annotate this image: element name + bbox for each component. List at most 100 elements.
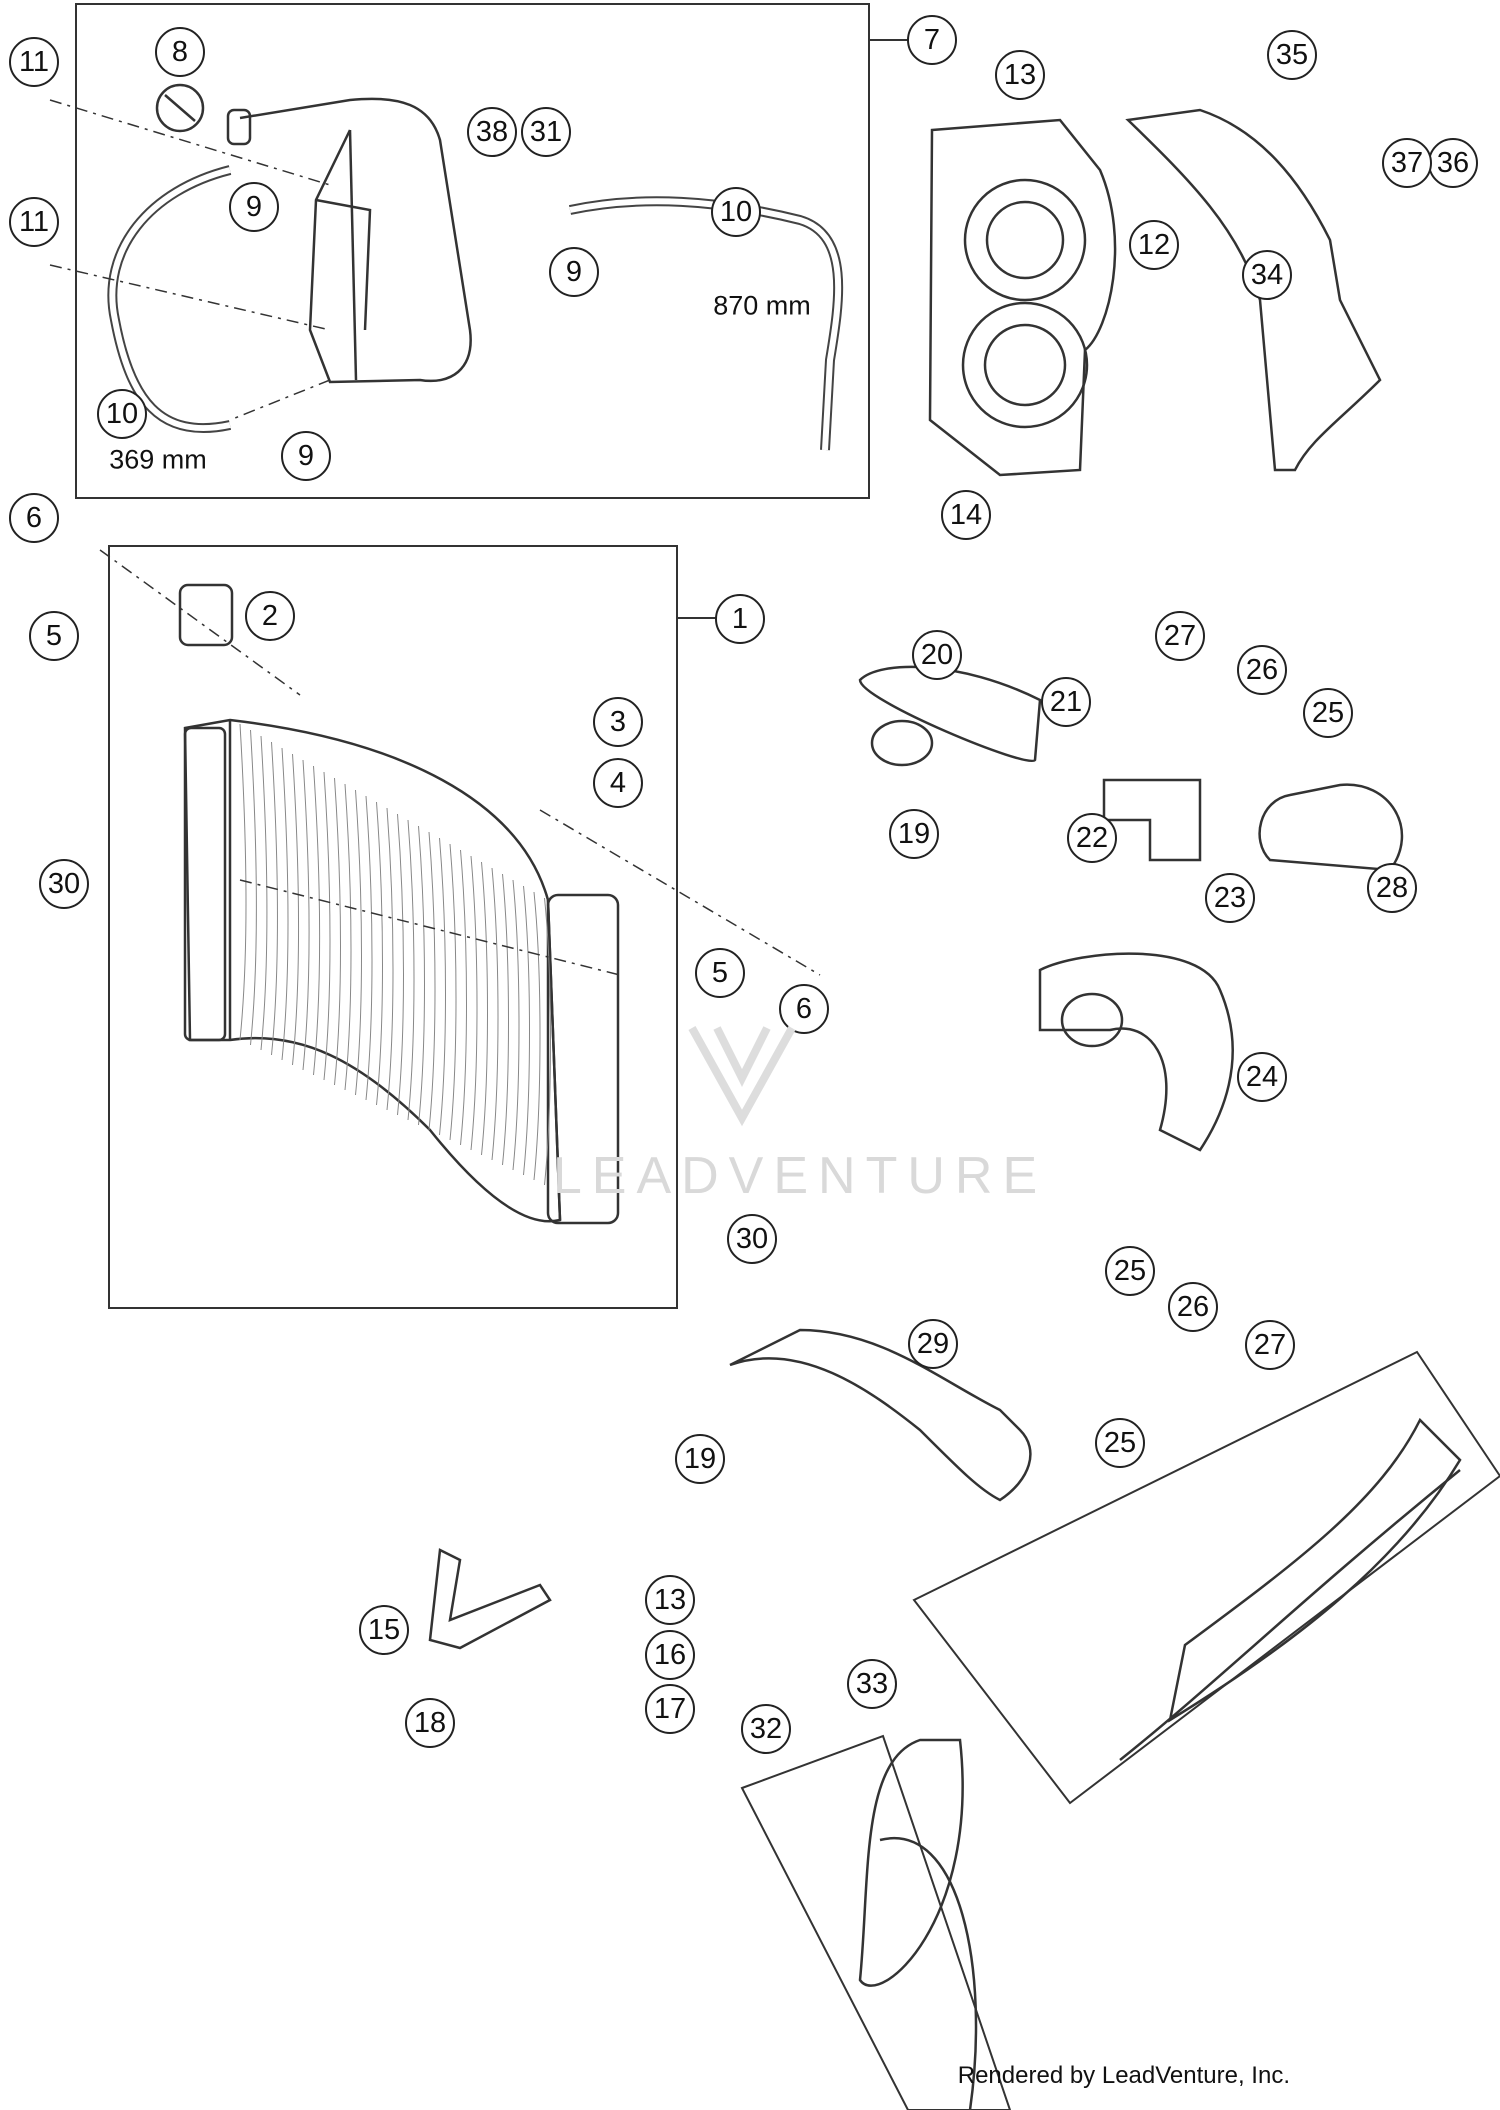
callout-27[interactable]: 27	[1245, 1320, 1295, 1370]
expansion-tank	[155, 83, 472, 384]
callout-25[interactable]: 25	[1095, 1418, 1145, 1468]
radiator	[178, 583, 620, 1225]
radiator-fin	[313, 765, 320, 1076]
radiator-fin	[491, 867, 499, 1161]
radiator-fin	[502, 873, 509, 1166]
callout-11[interactable]: 11	[9, 197, 59, 247]
callout-31[interactable]: 31	[521, 107, 571, 157]
radiator-fin	[533, 891, 541, 1181]
callout-19[interactable]: 19	[889, 809, 939, 859]
callout-33[interactable]: 33	[847, 1659, 897, 1709]
radiator-fin	[365, 795, 373, 1101]
credit-text: Rendered by LeadVenture, Inc.	[957, 2062, 1290, 2089]
callout-29[interactable]: 29	[908, 1319, 958, 1369]
callout-4[interactable]: 4	[593, 758, 643, 808]
fan-assembly	[928, 118, 1117, 477]
radiator-fin	[292, 753, 299, 1066]
callout-3[interactable]: 3	[593, 697, 643, 747]
radiator-fins	[239, 723, 551, 1186]
callout-1[interactable]: 1	[715, 594, 765, 644]
callout-25[interactable]: 25	[1303, 688, 1353, 738]
radiator-fin	[418, 825, 425, 1126]
callout-27[interactable]: 27	[1155, 611, 1205, 661]
radiator-fin	[512, 879, 520, 1171]
radiator-fin	[334, 777, 341, 1086]
radiator-fin	[386, 807, 394, 1111]
callout-21[interactable]: 21	[1041, 677, 1091, 727]
callout-13[interactable]: 13	[645, 1575, 695, 1625]
callout-34[interactable]: 34	[1242, 250, 1292, 300]
radiator-fin	[428, 831, 436, 1131]
dimension-long-hose: 870 mm	[713, 290, 811, 321]
radiator-fin	[481, 861, 488, 1156]
callout-5[interactable]: 5	[29, 611, 79, 661]
callout-10[interactable]: 10	[97, 389, 147, 439]
callout-11[interactable]: 11	[9, 37, 59, 87]
radiator-fin	[407, 819, 415, 1121]
callout-23[interactable]: 23	[1205, 873, 1255, 923]
callout-5[interactable]: 5	[695, 948, 745, 998]
callout-15[interactable]: 15	[359, 1605, 409, 1655]
callout-10[interactable]: 10	[711, 187, 761, 237]
callout-26[interactable]: 26	[1168, 1282, 1218, 1332]
group-frame-1	[108, 545, 678, 1309]
radiator-fin	[250, 729, 257, 1046]
callout-35[interactable]: 35	[1267, 30, 1317, 80]
radiator-fin	[271, 741, 278, 1056]
callout-20[interactable]: 20	[912, 630, 962, 680]
watermark-logo-icon	[688, 1026, 796, 1127]
callout-17[interactable]: 17	[645, 1684, 695, 1734]
group-frame-32	[740, 1734, 1012, 2110]
callout-37[interactable]: 37	[1382, 138, 1432, 188]
coolant-hoses	[729, 665, 1462, 2110]
radiator-fin	[523, 885, 530, 1176]
radiator-fin	[344, 783, 352, 1091]
radiator-fin	[376, 801, 383, 1106]
mounting-bracket	[428, 1548, 552, 1650]
radiator-fin	[449, 843, 457, 1141]
callout-28[interactable]: 28	[1367, 863, 1417, 913]
callout-22[interactable]: 22	[1067, 813, 1117, 863]
callout-9[interactable]: 9	[281, 431, 331, 481]
callout-36[interactable]: 36	[1428, 138, 1478, 188]
dimension-short-hose: 369 mm	[109, 444, 207, 475]
callout-26[interactable]: 26	[1237, 645, 1287, 695]
callout-9[interactable]: 9	[229, 182, 279, 232]
side-cover	[1125, 108, 1382, 472]
callout-12[interactable]: 12	[1129, 220, 1179, 270]
callout-19[interactable]: 19	[675, 1434, 725, 1484]
callout-32[interactable]: 32	[741, 1704, 791, 1754]
callout-24[interactable]: 24	[1237, 1052, 1287, 1102]
group-frame-7	[75, 3, 870, 499]
radiator-fin	[239, 723, 247, 1041]
radiator-fin	[302, 759, 310, 1071]
group-frame-33	[912, 1350, 1500, 1805]
callout-6[interactable]: 6	[779, 984, 829, 1034]
callout-9[interactable]: 9	[549, 247, 599, 297]
callout-30[interactable]: 30	[727, 1214, 777, 1264]
radiator-fin	[281, 747, 289, 1061]
callout-8[interactable]: 8	[155, 27, 205, 77]
watermark-text: LEADVENTURE	[552, 1147, 1048, 1205]
callout-18[interactable]: 18	[405, 1698, 455, 1748]
overflow-hose-short	[107, 165, 232, 434]
radiator-fin	[439, 837, 446, 1136]
callout-30[interactable]: 30	[39, 859, 89, 909]
radiator-fin	[397, 813, 404, 1116]
callout-16[interactable]: 16	[645, 1630, 695, 1680]
radiator-fin	[470, 855, 478, 1151]
radiator-fin	[323, 771, 331, 1081]
callout-2[interactable]: 2	[245, 591, 295, 641]
callout-14[interactable]: 14	[941, 490, 991, 540]
callout-13[interactable]: 13	[995, 50, 1045, 100]
callout-7[interactable]: 7	[907, 15, 957, 65]
callout-38[interactable]: 38	[467, 107, 517, 157]
callout-25[interactable]: 25	[1105, 1246, 1155, 1296]
callout-6[interactable]: 6	[9, 493, 59, 543]
radiator-fin	[355, 789, 362, 1096]
radiator-fin	[260, 735, 268, 1051]
radiator-fin	[544, 897, 551, 1186]
overflow-hose-long	[568, 196, 844, 451]
radiator-fin	[460, 849, 467, 1146]
